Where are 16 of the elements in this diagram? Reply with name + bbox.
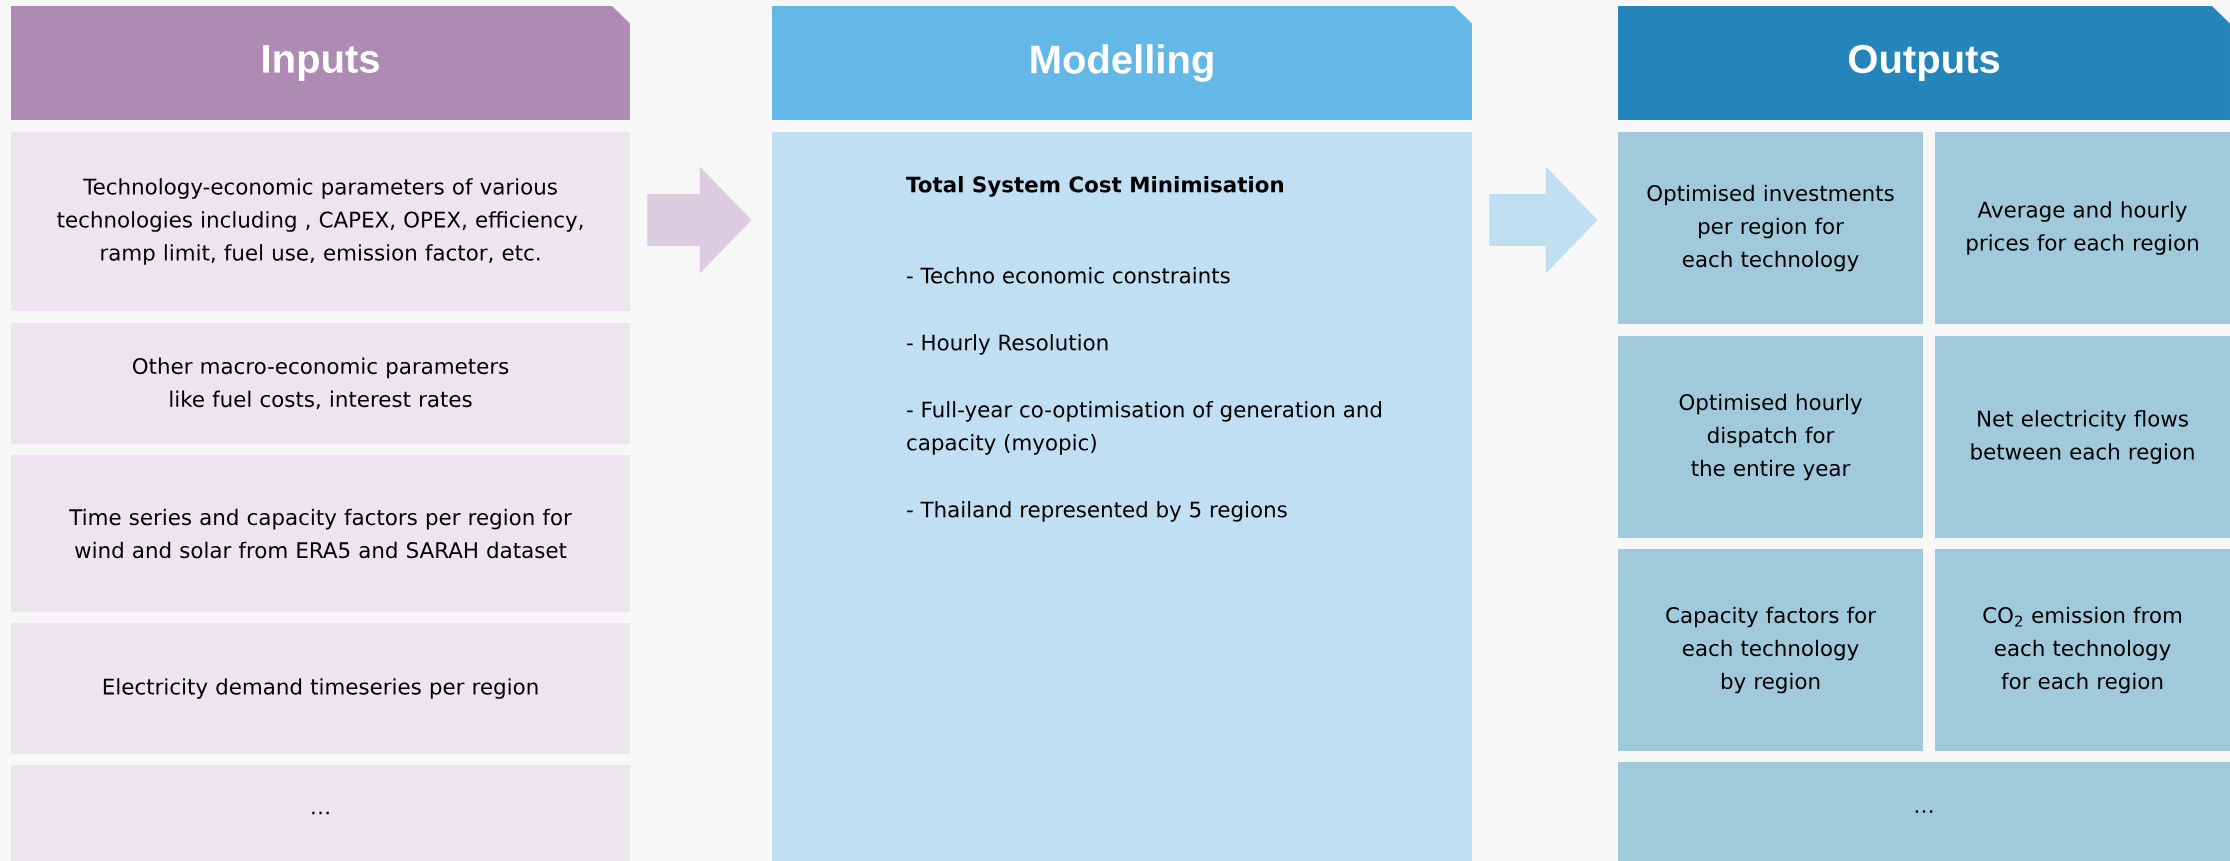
input-box: … — [11, 765, 630, 861]
input-box: Technology-economic parameters of various technologies including , CAPEX, OPEX, efficiency, ramp limit, fuel use, emission factor, etc. — [11, 132, 630, 311]
modelling-panel: Total System Cost Minimisation - Techno economic constraints - Hourly Resolution - Full-year co-optimisation of generation and capacity (myopic) - Thailand represented by 5 regions — [772, 132, 1472, 861]
output-box: Capacity factors for each technology by region — [1618, 549, 1923, 751]
output-box: Optimised investments per region for each technology — [1618, 132, 1923, 324]
column-header: Inputs — [11, 6, 631, 120]
column-header: Modelling — [772, 6, 1473, 120]
input-box: Electricity demand timeseries per region — [11, 623, 630, 754]
input-box: Time series and capacity factors per region for wind and solar from ERA5 and SARAH dataset — [11, 455, 630, 612]
input-box: Other macro-economic parameters like fuel costs, interest rates — [11, 323, 630, 444]
output-box: CO$_{2}$ emission from each technology for each region — [1935, 549, 2230, 751]
output-box: Optimised hourly dispatch for the entire year — [1618, 336, 1923, 538]
column-header: Outputs — [1618, 6, 2230, 120]
output-box: … — [1618, 762, 2230, 861]
output-box: Average and hourly prices for each region — [1935, 132, 2230, 324]
output-box: Net electricity flows between each region — [1935, 336, 2230, 538]
